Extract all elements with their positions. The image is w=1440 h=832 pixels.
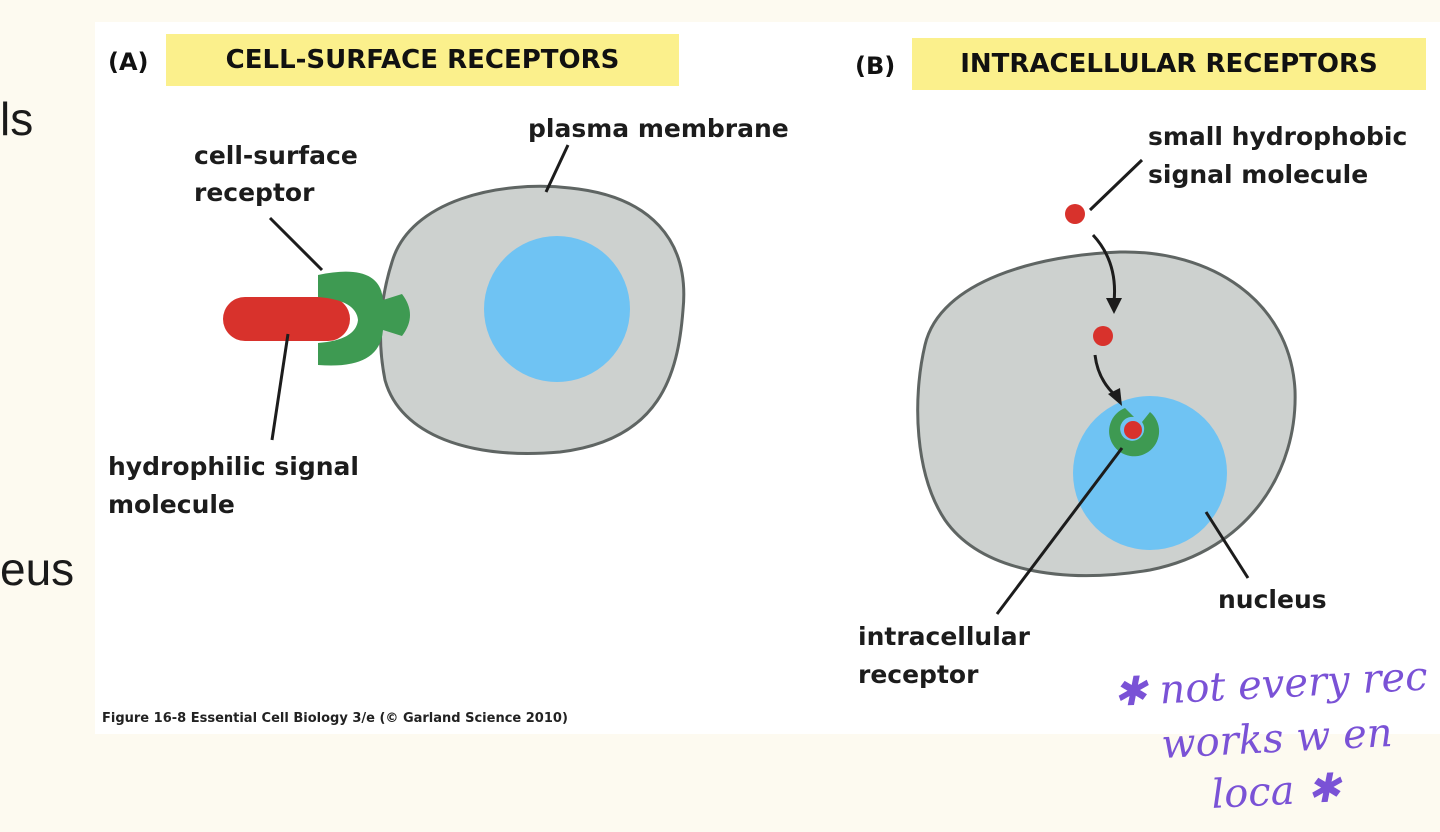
leader-intracellular-receptor <box>995 447 1124 615</box>
label-nucleus: nucleus <box>1218 585 1327 614</box>
bound-signal-molecule <box>1124 421 1142 439</box>
leader-plasma-membrane <box>544 144 570 193</box>
figure-caption: Figure 16-8 Essential Cell Biology 3/e (… <box>102 711 568 726</box>
label-small-hydrophobic-line2: signal molecule <box>1148 160 1369 189</box>
hydrophilic-signal-molecule <box>223 297 350 341</box>
leader-small-hydrophobic <box>1088 158 1144 212</box>
entry-arrow <box>1091 233 1117 303</box>
slide-text-fragment-bottom: eus <box>0 543 75 595</box>
panel-a-title: CELL-SURFACE RECEPTORS <box>166 34 679 86</box>
entry-arrowhead <box>1106 298 1122 314</box>
intracellular-receptor <box>1109 408 1160 457</box>
panel-b-letter: (B) <box>855 52 896 80</box>
label-hydrophilic-signal-line2: molecule <box>108 490 235 519</box>
slide-text-fragment-top: ls <box>0 93 34 145</box>
leader-cell-surface-receptor <box>268 216 324 272</box>
label-small-hydrophobic-line1: small hydrophobic <box>1148 122 1408 151</box>
binding-arrowhead <box>1108 388 1122 406</box>
label-plasma-membrane: plasma membrane <box>528 114 789 143</box>
label-cell-surface-receptor-line1: cell-surface <box>194 141 358 170</box>
signal-molecule-outside <box>1065 204 1085 224</box>
panel-b-title: INTRACELLULAR RECEPTORS <box>912 38 1426 90</box>
label-hydrophilic-signal-line1: hydrophilic signal <box>108 452 360 481</box>
signal-molecule-cytoplasm <box>1093 326 1113 346</box>
label-cell-surface-receptor-line2: receptor <box>194 178 315 207</box>
handwritten-note-line3: loca ✱ <box>1210 765 1342 818</box>
panel-a-letter: (A) <box>108 48 149 76</box>
label-intracellular-receptor-line1: intracellular <box>858 622 1030 651</box>
label-intracellular-receptor-line2: receptor <box>858 660 979 689</box>
leader-hydrophilic-signal <box>270 333 290 441</box>
leader-nucleus <box>1204 511 1250 579</box>
cell-surface-receptor <box>318 271 410 366</box>
nucleus-a <box>484 236 630 382</box>
